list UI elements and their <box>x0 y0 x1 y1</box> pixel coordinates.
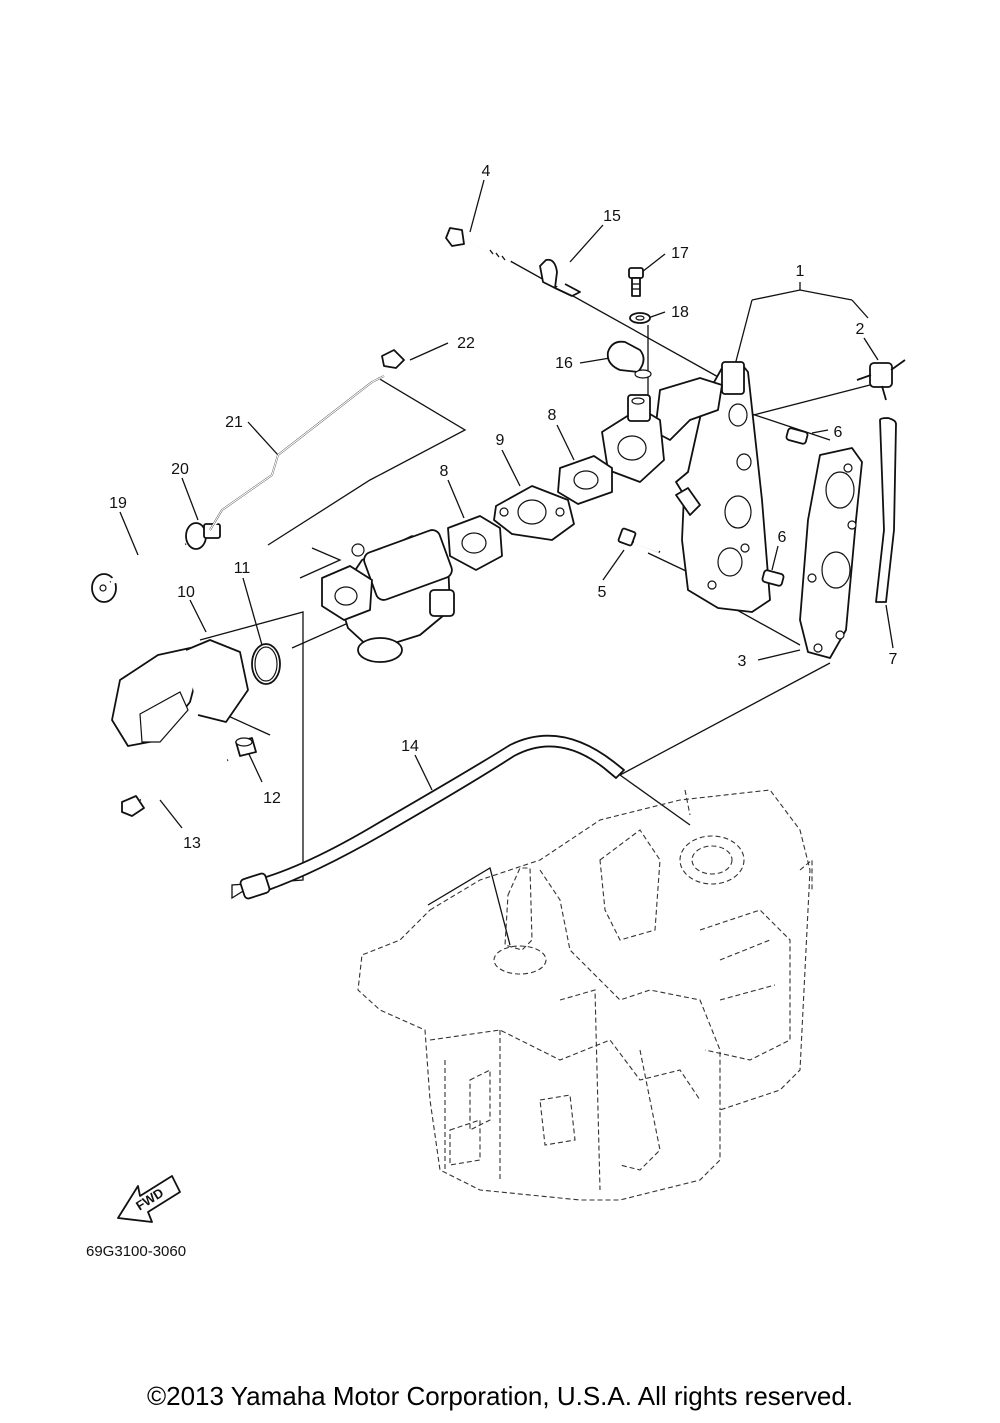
callout-5: 5 <box>598 584 607 601</box>
figure-code: 69G3100-3060 <box>86 1243 186 1260</box>
callout-17: 17 <box>671 245 689 262</box>
callout-8-upper: 8 <box>548 407 557 424</box>
part-bolt-5 <box>617 527 661 553</box>
part-clamp-15 <box>539 258 581 297</box>
callout-11: 11 <box>234 560 251 577</box>
part-screw-17 <box>628 267 644 297</box>
part-hose-7 <box>875 417 897 603</box>
part-pin-6-lower <box>761 569 785 587</box>
part-carburetor <box>321 529 455 663</box>
part-gasket-8-lower <box>447 515 503 571</box>
callout-16: 16 <box>555 355 573 372</box>
callout-6-lower: 6 <box>778 529 787 546</box>
callout-7: 7 <box>889 651 898 668</box>
callout-22: 22 <box>457 335 475 352</box>
part-washer-18 <box>629 312 651 324</box>
part-joint-2 <box>856 359 906 401</box>
callout-8-lower: 8 <box>440 463 449 480</box>
part-collar-12 <box>235 737 257 757</box>
part-gasket-8-upper <box>557 455 613 505</box>
part-hose-14 <box>239 734 625 900</box>
callout-10: 10 <box>177 584 195 601</box>
callout-12: 12 <box>263 790 281 807</box>
part-grommet-16 <box>606 340 652 379</box>
callout-18: 18 <box>671 304 689 321</box>
callout-9: 9 <box>496 432 505 449</box>
part-oring-11 <box>251 643 281 685</box>
callout-14: 14 <box>401 738 419 755</box>
copyright-notice: ©2013 Yamaha Motor Corporation, U.S.A. A… <box>147 1381 853 1411</box>
callout-20: 20 <box>171 461 189 478</box>
callout-6-upper: 6 <box>834 424 843 441</box>
part-silencer-10 <box>111 639 249 747</box>
part-engine-block <box>357 789 813 1201</box>
callout-21: 21 <box>225 414 243 431</box>
callout-19: 19 <box>109 495 127 512</box>
fwd-direction-arrow: FWD <box>117 1175 181 1223</box>
callout-2: 2 <box>856 321 865 338</box>
callout-15: 15 <box>603 208 621 225</box>
part-lever-20 <box>185 522 221 550</box>
part-bolt-13 <box>121 758 229 817</box>
callout-13: 13 <box>183 835 201 852</box>
part-intake-manifold-1 <box>601 361 771 613</box>
part-bolt-4 <box>445 227 513 263</box>
part-gasket-3 <box>799 447 863 659</box>
part-spacer-9 <box>493 485 575 541</box>
callout-labels: 1 2 3 4 5 6 6 7 8 8 9 10 11 12 13 14 15 … <box>109 163 897 852</box>
part-pin-6-upper <box>785 427 809 445</box>
part-clip-22 <box>381 349 405 369</box>
part-shaft-19 <box>91 541 187 603</box>
callout-1: 1 <box>796 263 805 280</box>
leader-lines <box>119 179 894 946</box>
part-link-rod-21 <box>209 375 385 531</box>
callout-3: 3 <box>738 653 747 670</box>
callout-4: 4 <box>482 163 491 180</box>
